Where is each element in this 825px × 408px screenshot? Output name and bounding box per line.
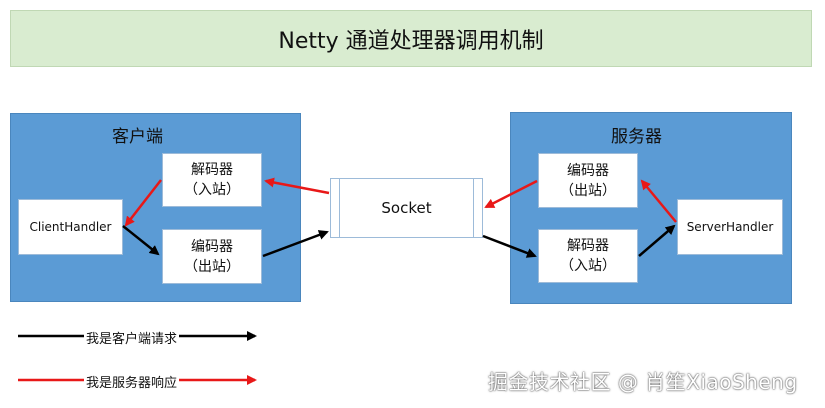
socket-label: Socket [381,199,432,217]
arrow-client-encoder-to-socket [262,230,329,258]
server-handler-label: ServerHandler [686,220,774,234]
client-decoder-node: 解码器 （入站） [162,153,262,207]
arrow-serverhandler-to-encoder [640,179,677,223]
client-decoder-direction: （入站） [184,182,240,198]
client-encoder-name: 编码器 [191,238,233,255]
arrow-clienthandler-to-encoder [122,225,160,256]
arrow-socket-to-server-decoder [482,234,537,258]
client-encoder-direction: （出站） [184,258,240,275]
client-decoder-name: 解码器 [191,162,233,178]
server-title: 服务器 [611,127,662,147]
server-encoder-direction: （出站） [560,182,616,199]
socket-pipe: Socket [330,178,483,238]
legend-request-label: 我是客户端请求 [84,328,180,347]
server-decoder-node: 解码器 （入站） [538,229,638,283]
server-decoder-direction: （入站） [560,258,616,274]
legend-response-label: 我是服务器响应 [84,372,180,391]
socket-pipe-left-end [339,179,340,237]
server-encoder-name: 编码器 [567,162,609,179]
server-decoder-name: 解码器 [567,238,609,254]
client-handler-label: ClientHandler [29,220,112,234]
client-encoder-node: 编码器 （出站） [162,229,262,284]
diagram-title: Netty 通道处理器调用机制 [10,10,812,67]
server-encoder-node: 编码器 （出站） [538,153,638,208]
client-title: 客户端 [112,127,163,147]
arrow-server-encoder-to-socket [484,179,538,209]
socket-pipe-right-end [473,179,474,237]
client-handler-node: ClientHandler [18,199,123,255]
watermark: 掘金技术社区 @ 肖笙XiaoSheng [488,370,798,394]
arrow-client-decoder-to-clienthandler [124,179,162,227]
server-handler-node: ServerHandler [677,199,783,255]
arrow-socket-to-client-decoder [264,177,330,195]
arrow-server-decoder-to-serverhandler [638,224,676,257]
